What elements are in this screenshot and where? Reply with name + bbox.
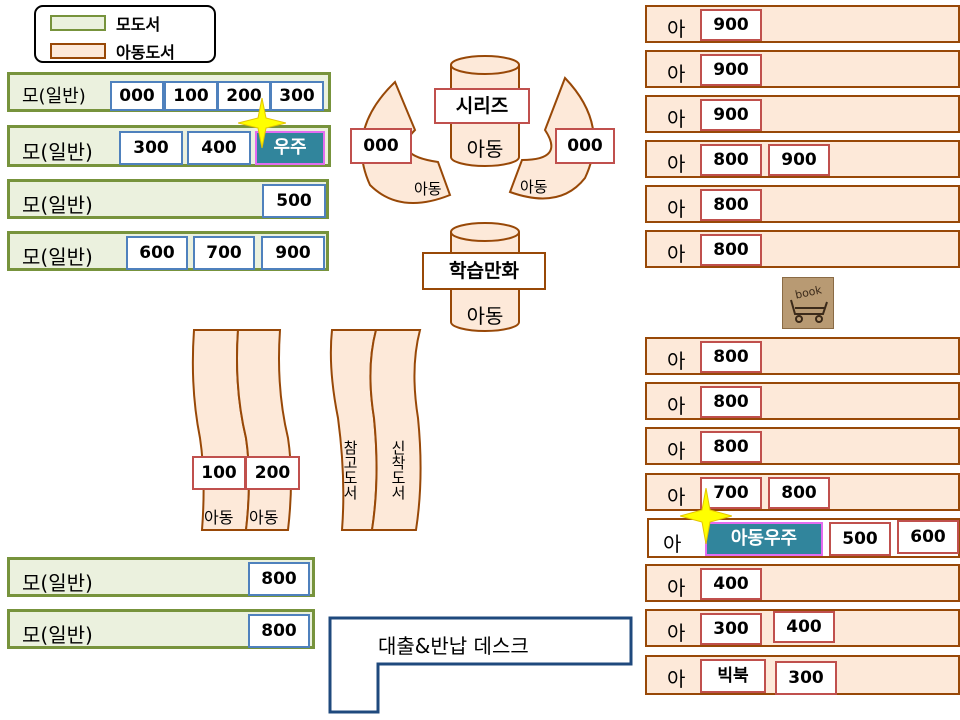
call-number-box: 800 <box>248 614 310 648</box>
child-shelf-top-1[interactable]: 아 900 <box>645 5 960 43</box>
call-number-box: 600 <box>897 520 959 554</box>
cart-icon <box>790 299 828 323</box>
call-number-box: 500 <box>829 522 891 556</box>
call-number-box: 400 <box>773 611 835 643</box>
child-shelf-bottom-4[interactable]: 아 700 800 <box>645 473 960 511</box>
left-arc-code: 000 <box>350 128 412 164</box>
legend-label-child: 아동도서 <box>116 43 175 62</box>
space-theme-box: 우주 <box>255 131 325 165</box>
call-number-box: 700 <box>700 477 762 509</box>
call-number-box: 300 <box>119 131 183 165</box>
adult-shelf-1[interactable]: 모(일반) 000 100 200 300 <box>7 72 331 112</box>
call-number-box: 800 <box>700 431 762 463</box>
call-number-box: 100 <box>164 81 218 111</box>
wave-shelf-label-2: 아동 <box>249 508 279 527</box>
shelf-label: 아 <box>667 485 686 509</box>
call-number-box: 800 <box>768 477 830 509</box>
call-number-box: 000 <box>110 81 164 111</box>
shelf-label: 아 <box>667 107 686 131</box>
wave-shelf-code-2: 200 <box>245 456 300 490</box>
shelf-label: 아 <box>667 349 686 373</box>
call-number-box: 900 <box>700 99 762 131</box>
adult-shelf-2[interactable]: 모(일반) 300 400 우주 <box>7 125 331 167</box>
legend: 모도서 아동도서 <box>34 5 216 63</box>
star-icon <box>680 488 732 544</box>
call-number-box: 400 <box>187 131 251 165</box>
shelf-label: 아 <box>667 394 686 418</box>
call-number-box: 900 <box>700 9 762 41</box>
book-cart-icon: book <box>782 277 834 329</box>
shelf-label: 모(일반) <box>22 245 93 269</box>
call-number-box: 800 <box>700 341 762 373</box>
call-number-box: 300 <box>270 81 324 111</box>
shelf-label: 아 <box>667 242 686 266</box>
shelf-label: 아 <box>667 152 686 176</box>
left-arc-label: 아동 <box>414 180 442 198</box>
legend-label-adult: 모도서 <box>116 15 161 34</box>
child-shelf-top-3[interactable]: 아 900 <box>645 95 960 133</box>
desk-label: 대출&반납 데스크 <box>378 634 529 658</box>
wave-shelf-label-1: 아동 <box>204 508 234 527</box>
comic-title: 학습만화 <box>422 252 546 290</box>
call-number-box: 300 <box>700 613 762 645</box>
shelf-label: 아 <box>667 621 686 645</box>
shelf-label: 아 <box>667 197 686 221</box>
reference-books-label: 참고도서 <box>341 440 359 500</box>
shelf-label: 아 <box>667 17 686 41</box>
call-number-box: 700 <box>193 236 255 270</box>
shelf-label: 모(일반) <box>22 571 93 595</box>
shelf-label: 아 <box>667 62 686 86</box>
shelf-label: 아 <box>667 576 686 600</box>
call-number-box: 300 <box>775 661 837 695</box>
call-number-box: 600 <box>126 236 188 270</box>
shelf-label: 모(일반) <box>22 140 93 164</box>
shelf-label: 아 <box>667 667 686 691</box>
call-number-box: 900 <box>700 54 762 86</box>
new-books-label: 신착도서 <box>389 440 407 500</box>
child-shelf-bottom-5[interactable]: 아 아동우주 500 600 <box>647 518 960 558</box>
shelf-label: 아 <box>663 532 682 556</box>
bigbook-box: 빅북 <box>700 659 766 693</box>
circulation-desk <box>328 616 633 714</box>
shelf-label: 모(일반) <box>22 193 93 217</box>
adult-shelf-4[interactable]: 모(일반) 600 700 900 <box>7 231 329 271</box>
child-shelf-bottom-1[interactable]: 아 800 <box>645 337 960 375</box>
call-number-box: 800 <box>700 144 762 176</box>
child-shelf-top-6[interactable]: 아 800 <box>645 230 960 268</box>
children-space-theme-box: 아동우주 <box>705 522 823 556</box>
call-number-box: 800 <box>700 189 762 221</box>
right-arc-label: 아동 <box>520 178 548 196</box>
child-shelf-bottom-7[interactable]: 아 300 400 <box>645 609 960 647</box>
shelf-label: 모(일반) <box>22 86 86 107</box>
right-arc-code: 000 <box>555 128 615 164</box>
adult-shelf-5[interactable]: 모(일반) 800 <box>7 557 315 597</box>
child-shelf-top-5[interactable]: 아 800 <box>645 185 960 223</box>
call-number-box: 900 <box>768 144 830 176</box>
adult-shelf-3[interactable]: 모(일반) 500 <box>7 179 329 219</box>
child-shelf-bottom-8[interactable]: 아 빅북 300 <box>645 655 960 695</box>
call-number-box: 800 <box>700 386 762 418</box>
wave-shelves <box>191 329 292 531</box>
legend-swatch-child <box>50 43 106 59</box>
adult-shelf-6[interactable]: 모(일반) 800 <box>7 609 315 649</box>
child-shelf-bottom-6[interactable]: 아 400 <box>645 564 960 602</box>
series-title: 시리즈 <box>434 88 530 124</box>
wave-shelf-code-1: 100 <box>192 456 246 490</box>
reference-new-shelves <box>329 329 422 531</box>
call-number-box: 500 <box>262 184 326 218</box>
legend-swatch-adult <box>50 15 106 31</box>
series-sub: 아동 <box>466 137 504 161</box>
star-icon <box>238 98 286 148</box>
call-number-box: 400 <box>700 568 762 600</box>
child-shelf-bottom-3[interactable]: 아 800 <box>645 427 960 465</box>
comic-sub: 아동 <box>466 304 504 328</box>
child-shelf-bottom-2[interactable]: 아 800 <box>645 382 960 420</box>
child-shelf-top-4[interactable]: 아 800 900 <box>645 140 960 178</box>
child-shelf-top-2[interactable]: 아 900 <box>645 50 960 88</box>
call-number-box: 900 <box>261 236 325 270</box>
shelf-label: 아 <box>667 439 686 463</box>
shelf-label: 모(일반) <box>22 623 93 647</box>
call-number-box: 800 <box>248 562 310 596</box>
call-number-box: 800 <box>700 234 762 266</box>
